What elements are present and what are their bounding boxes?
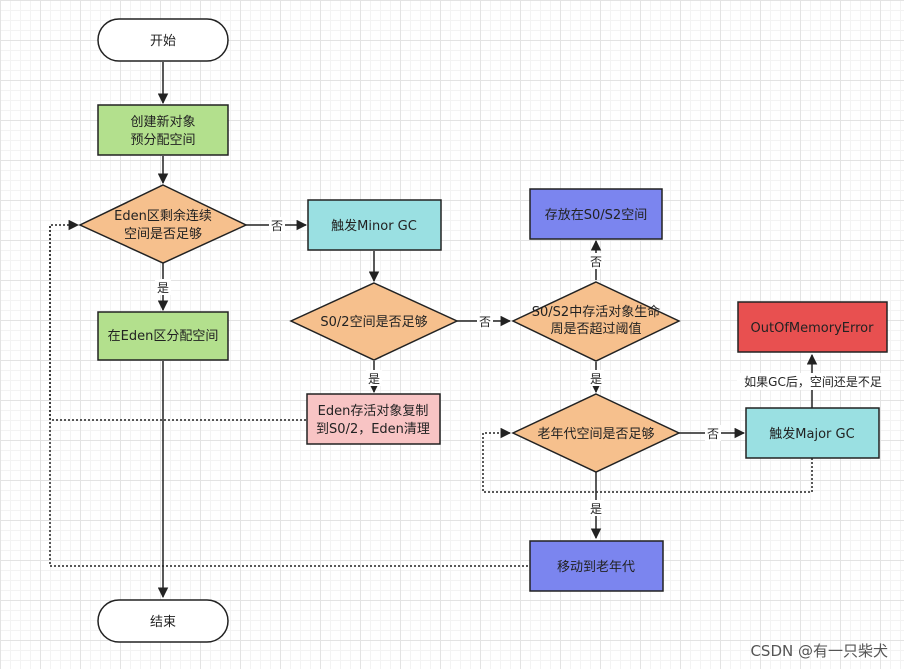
watermark: CSDN @有一只柴犬 [750, 642, 888, 660]
node-eden-check-label-1: Eden区剩余连续 [114, 208, 212, 224]
node-oom: OutOfMemoryError [737, 301, 888, 353]
edge-label-yes-move: 是 [590, 502, 602, 516]
edge-label-no-minorgc: 否 [271, 219, 283, 233]
edge-label-yes-alloc: 是 [157, 281, 169, 295]
edge-label-no-agecheck: 否 [479, 315, 491, 329]
node-alloc-eden-label: 在Eden区分配空间 [108, 329, 219, 344]
node-move-old: 移动到老年代 [529, 540, 664, 592]
node-move-old-label: 移动到老年代 [557, 560, 635, 575]
node-create-object: 创建新对象 预分配空间 [97, 104, 229, 156]
node-oom-label: OutOfMemoryError [751, 321, 875, 336]
node-start: 开始 [97, 18, 229, 62]
node-store-s0-label: 存放在S0/S2空间 [545, 208, 647, 223]
node-end-label: 结束 [150, 615, 176, 630]
node-store-s0: 存放在S0/S2空间 [529, 188, 663, 240]
node-age-check-label-1: S0/S2中存活对象生命 [532, 304, 660, 320]
node-create-object-label-1: 创建新对象 [130, 114, 195, 130]
node-s0-check: S0/2空间是否足够 [289, 282, 459, 361]
node-copy-survivors: Eden存活对象复制 到S0/2，Eden清理 [306, 393, 441, 445]
node-minor-gc: 触发Minor GC [307, 199, 442, 251]
edge-label-still-not-enough: 如果GC后，空间还是不足 [744, 374, 882, 389]
node-minor-gc-label: 触发Minor GC [331, 218, 417, 234]
node-eden-check: Eden区剩余连续 空间是否足够 [78, 184, 248, 264]
node-eden-check-label-2: 空间是否足够 [124, 227, 202, 242]
node-age-check: S0/S2中存活对象生命 周是否超过阈值 [511, 281, 681, 362]
node-end: 结束 [97, 599, 229, 643]
edge-label-no-majorgc: 否 [707, 427, 719, 441]
node-age-check-label-2: 周是否超过阈值 [550, 321, 641, 337]
node-copy-survivors-label-1: Eden存活对象复制 [318, 404, 429, 419]
node-old-check: 老年代空间是否足够 [511, 393, 681, 473]
edge-label-no-store: 否 [590, 255, 602, 269]
edge-label-yes-copy: 是 [368, 372, 380, 386]
edge-move-loopback [49, 225, 528, 567]
node-create-object-label-2: 预分配空间 [130, 133, 195, 148]
node-alloc-eden: 在Eden区分配空间 [97, 311, 229, 361]
node-major-gc-label: 触发Major GC [769, 426, 854, 442]
node-major-gc: 触发Major GC [745, 407, 880, 459]
node-old-check-label: 老年代空间是否足够 [537, 427, 654, 442]
edge-label-yes-oldcheck: 是 [590, 372, 602, 386]
node-s0-check-label: S0/2空间是否足够 [320, 315, 427, 330]
node-copy-survivors-label-2: 到S0/2，Eden清理 [316, 422, 430, 437]
node-start-label: 开始 [150, 34, 176, 49]
